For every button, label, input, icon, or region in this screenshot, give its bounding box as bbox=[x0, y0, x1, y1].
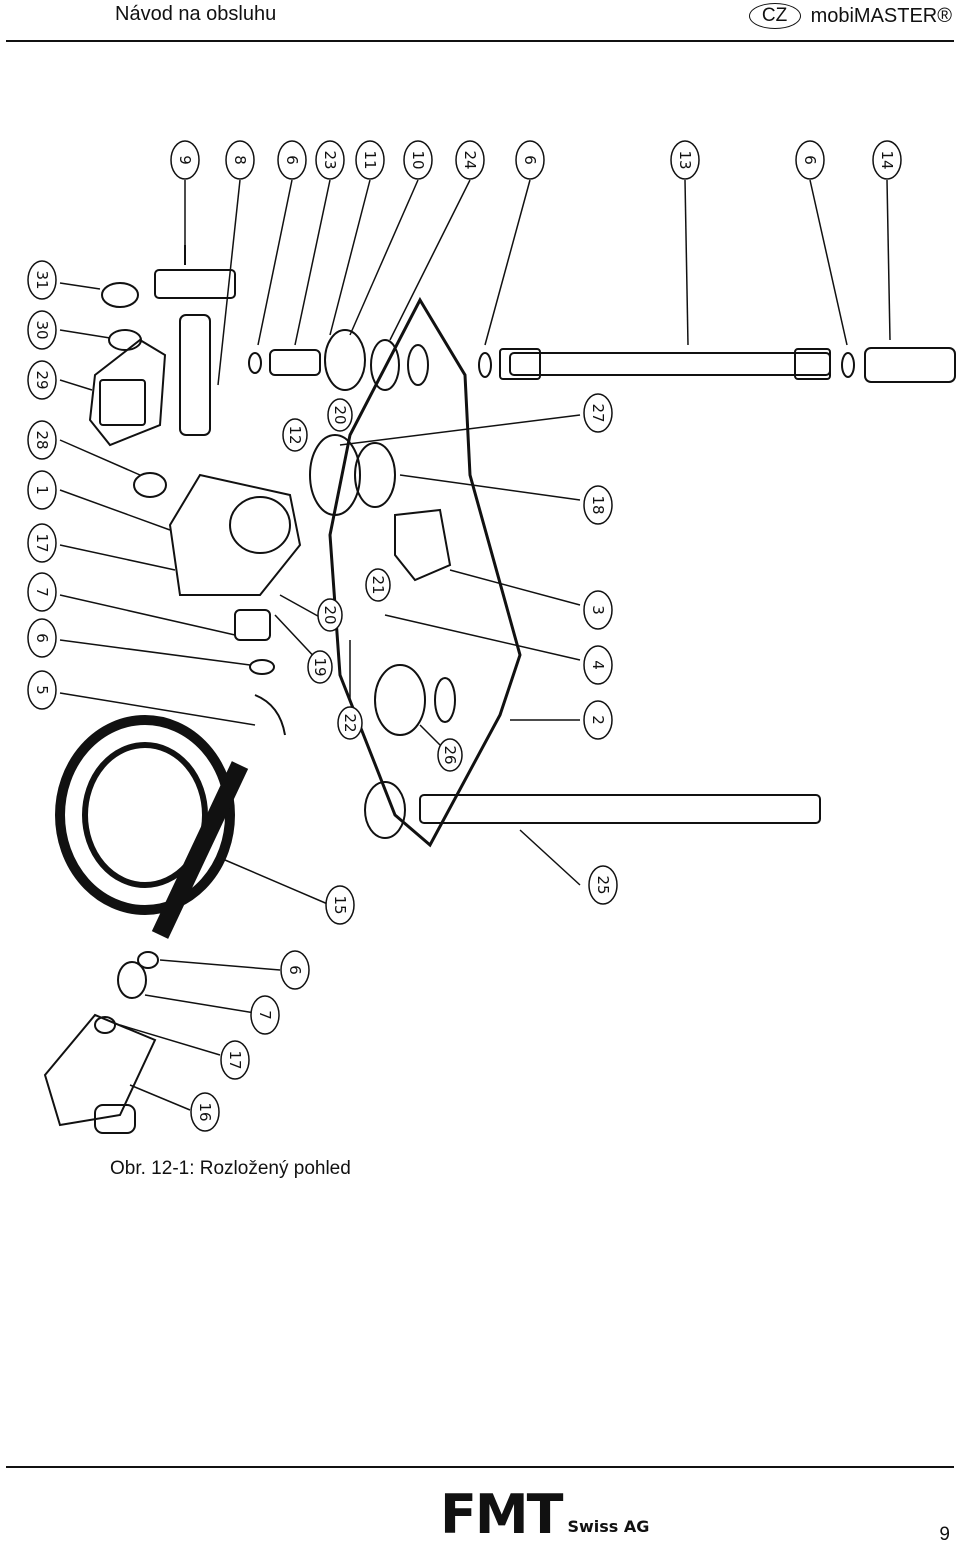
callout: 24 bbox=[455, 140, 485, 180]
svg-text:20: 20 bbox=[331, 405, 349, 424]
exploded-view-drawing: 9 8 6 23 11 10 24 6 13 6 14 31 30 29 28 … bbox=[27, 140, 956, 1134]
svg-text:24: 24 bbox=[461, 150, 479, 169]
svg-text:23: 23 bbox=[321, 150, 339, 169]
callout: 5 bbox=[27, 670, 57, 710]
callout: 31 bbox=[27, 260, 57, 300]
svg-text:12: 12 bbox=[286, 425, 304, 444]
callout: 20 bbox=[327, 398, 353, 432]
language-badge: CZ bbox=[748, 3, 801, 29]
svg-text:18: 18 bbox=[589, 495, 607, 514]
product-name: mobiMASTER® bbox=[810, 4, 952, 27]
svg-text:14: 14 bbox=[878, 150, 896, 169]
callout: 7 bbox=[250, 995, 280, 1035]
header-rule bbox=[6, 40, 954, 42]
page-number: 9 bbox=[939, 1524, 950, 1545]
callout: 25 bbox=[588, 865, 618, 905]
callout: 15 bbox=[325, 885, 355, 925]
svg-text:29: 29 bbox=[33, 370, 51, 389]
callout: 30 bbox=[27, 310, 57, 350]
callout: 8 bbox=[225, 140, 255, 180]
svg-text:10: 10 bbox=[409, 150, 427, 169]
callout: 6 bbox=[795, 140, 825, 180]
callout: 29 bbox=[27, 360, 57, 400]
callout: 6 bbox=[277, 140, 307, 180]
svg-text:8: 8 bbox=[231, 155, 249, 165]
svg-text:21: 21 bbox=[369, 575, 387, 594]
svg-text:30: 30 bbox=[33, 320, 51, 339]
callout: 12 bbox=[282, 418, 308, 452]
svg-text:11: 11 bbox=[361, 150, 379, 169]
callout: 11 bbox=[355, 140, 385, 180]
svg-text:28: 28 bbox=[33, 430, 51, 449]
svg-text:7: 7 bbox=[33, 587, 51, 597]
callout: 14 bbox=[872, 140, 902, 180]
svg-text:2: 2 bbox=[589, 715, 607, 725]
callout: 6 bbox=[27, 618, 57, 658]
svg-text:31: 31 bbox=[33, 270, 51, 289]
company-logo: FMT Swiss AG bbox=[440, 1488, 649, 1542]
footer-rule bbox=[6, 1466, 954, 1468]
header-right: CZ mobiMASTER® bbox=[748, 3, 952, 29]
svg-text:19: 19 bbox=[311, 657, 329, 676]
callout: 22 bbox=[337, 706, 363, 740]
callout: 6 bbox=[280, 950, 310, 990]
svg-text:4: 4 bbox=[589, 660, 607, 670]
svg-text:6: 6 bbox=[521, 155, 539, 165]
svg-text:7: 7 bbox=[256, 1010, 274, 1020]
callout: 4 bbox=[583, 645, 613, 685]
manual-title: Návod na obsluhu bbox=[115, 3, 277, 25]
callout: 13 bbox=[670, 140, 700, 180]
svg-text:17: 17 bbox=[33, 533, 51, 552]
svg-text:20: 20 bbox=[321, 605, 339, 624]
svg-text:9: 9 bbox=[176, 155, 194, 165]
svg-text:5: 5 bbox=[33, 685, 51, 695]
callout: 3 bbox=[583, 590, 613, 630]
svg-text:26: 26 bbox=[441, 745, 459, 764]
svg-text:3: 3 bbox=[589, 605, 607, 615]
svg-text:27: 27 bbox=[589, 403, 607, 422]
svg-text:22: 22 bbox=[341, 713, 359, 732]
callout: 7 bbox=[27, 572, 57, 612]
figure-caption: Obr. 12-1: Rozložený pohled bbox=[110, 1158, 351, 1179]
svg-text:15: 15 bbox=[331, 895, 349, 914]
callout: 9 bbox=[170, 140, 200, 180]
svg-text:6: 6 bbox=[801, 155, 819, 165]
svg-text:25: 25 bbox=[594, 875, 612, 894]
callout: 6 bbox=[515, 140, 545, 180]
callout: 1 bbox=[27, 470, 57, 510]
callout: 20 bbox=[317, 598, 343, 632]
callout: 23 bbox=[315, 140, 345, 180]
svg-text:6: 6 bbox=[283, 155, 301, 165]
callout: 21 bbox=[365, 568, 391, 602]
callout: 27 bbox=[583, 393, 613, 433]
svg-text:6: 6 bbox=[286, 965, 304, 975]
callout: 18 bbox=[583, 485, 613, 525]
callout: 26 bbox=[437, 738, 463, 772]
svg-text:16: 16 bbox=[196, 1102, 214, 1121]
callout: 10 bbox=[403, 140, 433, 180]
callout: 17 bbox=[220, 1040, 250, 1080]
svg-text:13: 13 bbox=[676, 150, 694, 169]
svg-text:1: 1 bbox=[33, 485, 51, 495]
svg-text:6: 6 bbox=[33, 633, 51, 643]
callout: 19 bbox=[307, 650, 333, 684]
callout: 28 bbox=[27, 420, 57, 460]
callout: 16 bbox=[190, 1092, 220, 1132]
svg-text:17: 17 bbox=[226, 1050, 244, 1069]
logo-mark: FMT bbox=[440, 1483, 563, 1546]
logo-subtitle: Swiss AG bbox=[567, 1517, 650, 1536]
callout: 2 bbox=[583, 700, 613, 740]
callout: 17 bbox=[27, 523, 57, 563]
